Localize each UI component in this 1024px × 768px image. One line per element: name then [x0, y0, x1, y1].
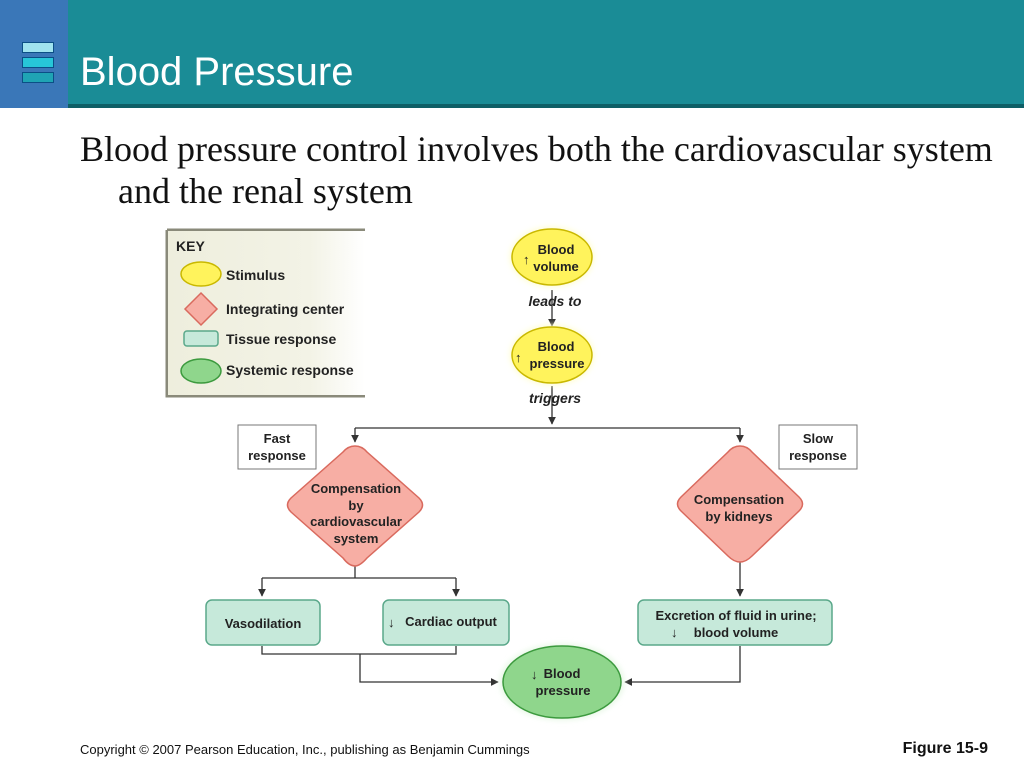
title-bar-rule [0, 104, 1024, 108]
svg-text:blood volume: blood volume [694, 625, 779, 640]
slide-body-text: Blood pressure control involves both the… [80, 129, 993, 211]
slide-title: Blood Pressure [80, 50, 354, 94]
svg-text:by kidneys: by kidneys [705, 509, 772, 524]
svg-text:Fast: Fast [264, 431, 291, 446]
key-systemic-swatch [180, 358, 222, 384]
up-arrow-icon: ↑ [523, 252, 530, 267]
vasodilation-response: Vasodilation [205, 599, 321, 646]
key-tissue-swatch [183, 330, 219, 347]
figure-label: Figure 15-9 [902, 740, 988, 757]
leads-to-label: leads to [529, 293, 582, 309]
svg-text:Blood: Blood [538, 242, 575, 257]
blood-volume-stimulus: ↑ Blood volume [510, 227, 594, 287]
down-arrow-icon: ↓ [671, 625, 678, 640]
svg-text:by: by [348, 498, 364, 513]
key-legend: KEY Stimulus Integrating center Tissue r… [165, 228, 365, 398]
up-arrow-icon: ↑ [515, 350, 522, 365]
svg-text:volume: volume [533, 259, 579, 274]
key-integrating-swatch [183, 291, 219, 327]
svg-text:Compensation: Compensation [311, 481, 401, 496]
compensation-kidneys-center: Compensation by kidneys [676, 445, 804, 563]
svg-text:pressure: pressure [536, 683, 591, 698]
svg-text:pressure: pressure [530, 356, 585, 371]
svg-text:cardiovascular: cardiovascular [310, 514, 402, 529]
down-arrow-icon: ↓ [531, 667, 538, 682]
slide-decoration [0, 0, 68, 108]
down-arrow-icon: ↓ [388, 615, 395, 630]
blood-pressure-stimulus: ↑ Blood pressure [510, 325, 594, 385]
svg-text:Blood: Blood [538, 339, 575, 354]
svg-text:Slow: Slow [803, 431, 834, 446]
svg-text:system: system [334, 531, 379, 546]
bars-icon [22, 42, 54, 87]
svg-text:response: response [248, 448, 306, 463]
key-stimulus-label: Stimulus [226, 267, 285, 283]
key-stimulus-swatch [180, 261, 222, 287]
key-integrating-label: Integrating center [226, 301, 345, 317]
svg-text:Blood: Blood [544, 666, 581, 681]
key-systemic-label: Systemic response [226, 362, 354, 378]
svg-text:Compensation: Compensation [694, 492, 784, 507]
compensation-cardiovascular-center: Compensation by cardiovascular system [286, 445, 424, 567]
svg-text:Excretion of fluid in urine;: Excretion of fluid in urine; [655, 608, 816, 623]
triggers-label: triggers [529, 390, 581, 406]
key-tissue-label: Tissue response [226, 331, 336, 347]
key-heading: KEY [176, 238, 205, 254]
svg-text:Vasodilation: Vasodilation [225, 616, 302, 631]
title-bar [0, 0, 1024, 104]
excretion-response: Excretion of fluid in urine; ↓ blood vol… [637, 599, 833, 646]
slow-response-label: Slow response [778, 424, 858, 470]
svg-text:Cardiac output: Cardiac output [405, 614, 497, 629]
connector-lines [258, 290, 744, 686]
copyright-notice: Copyright © 2007 Pearson Education, Inc.… [80, 742, 530, 757]
blood-pressure-systemic-response: ↓ Blood pressure [500, 644, 624, 720]
svg-text:response: response [789, 448, 847, 463]
cardiac-output-response: ↓ Cardiac output [382, 599, 510, 646]
fast-response-label: Fast response [237, 424, 317, 470]
